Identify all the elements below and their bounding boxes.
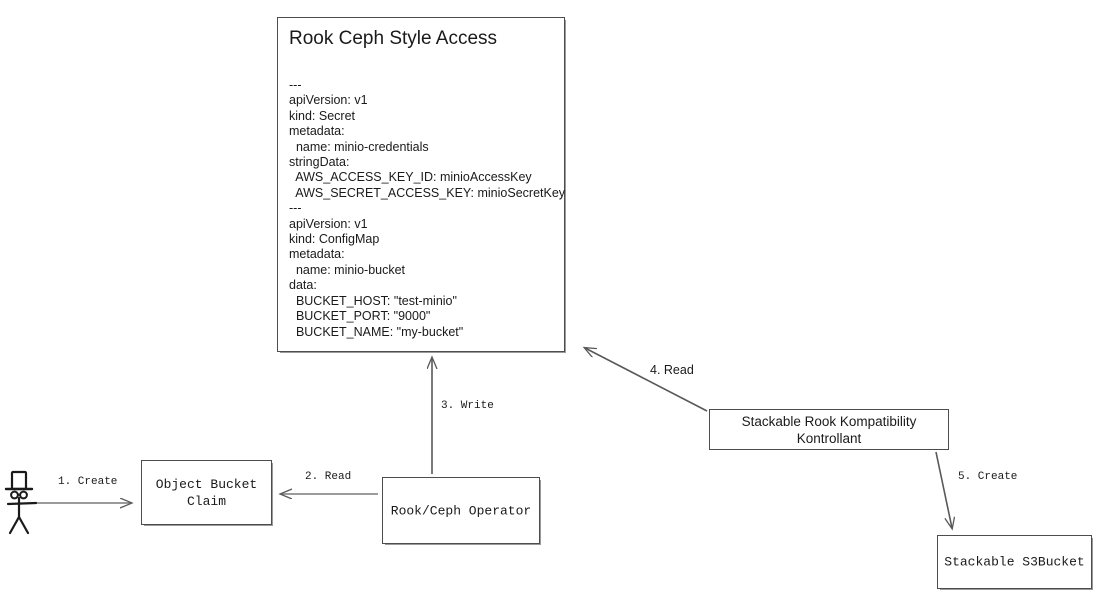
- edge-label-3-write: 3. Write: [441, 400, 494, 412]
- node-stackable-s3bucket[interactable]: Stackable S3Bucket: [937, 535, 1092, 589]
- node-label: Stackable S3Bucket: [944, 554, 1085, 570]
- edge-4-read: [585, 348, 708, 412]
- edge-5-create: [935, 451, 952, 528]
- edge-label-5-create: 5. Create: [958, 471, 1018, 483]
- user-stick-figure-icon: [4, 470, 38, 535]
- node-label: Rook/Ceph Operator: [390, 503, 532, 518]
- node-stackable-rook-kompatibility-kontrollant[interactable]: Stackable Rook Kompatibility Kontrollant: [709, 409, 949, 450]
- edge-label-1-create: 1. Create: [58, 476, 118, 488]
- edge-label-2-read: 2. Read: [305, 471, 352, 483]
- node-label: Stackable Rook Kompatibility Kontrollant: [741, 413, 917, 446]
- edge-label-4-read: 4. Read: [650, 363, 694, 377]
- node-rook-ceph-operator[interactable]: Rook/Ceph Operator: [382, 477, 540, 544]
- yaml-panel-title: Rook Ceph Style Access: [289, 28, 498, 49]
- node-label: Object Bucket Claim: [155, 476, 258, 509]
- yaml-panel-body: --- apiVersion: v1 kind: Secret metadata…: [289, 78, 566, 339]
- node-object-bucket-claim[interactable]: Object Bucket Claim: [141, 460, 272, 525]
- node-rook-ceph-style-access[interactable]: Rook Ceph Style Access --- apiVersion: v…: [277, 17, 565, 352]
